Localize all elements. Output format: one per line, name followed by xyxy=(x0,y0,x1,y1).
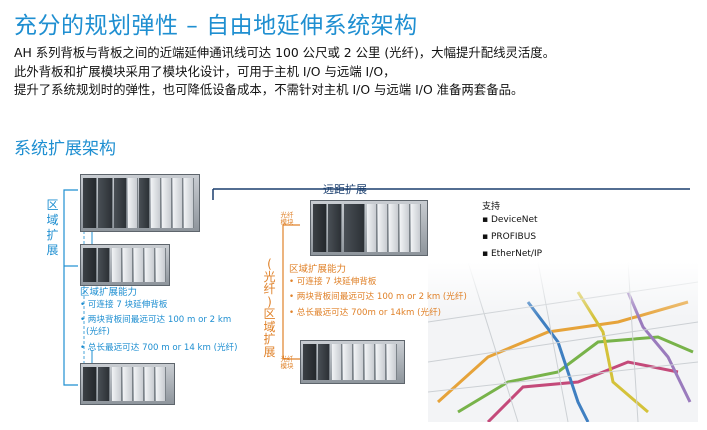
label-char: 光 xyxy=(263,269,276,284)
fiber-module xyxy=(318,344,330,380)
label-char: 区 xyxy=(263,307,276,321)
extension-rack xyxy=(80,244,170,286)
remote-module xyxy=(328,204,342,252)
io-module xyxy=(411,204,421,252)
label-char: ) xyxy=(267,294,272,309)
capability-item: • 可连接 7 块延伸背板 xyxy=(289,277,377,287)
page-title: 充分的规划弹性 – 自由地延伸系统架构 xyxy=(14,13,418,39)
io-module xyxy=(151,178,161,228)
remote-plc-rack xyxy=(310,200,428,256)
remote-expansion-label: 远距扩展 xyxy=(323,183,367,196)
section-title: 系统扩展架构 xyxy=(14,139,116,159)
io-module xyxy=(367,204,377,252)
fiber-extension-rack xyxy=(300,340,405,384)
io-module xyxy=(376,344,386,380)
capability-item: • 总长最远可达 700m or 14km (光纤) xyxy=(289,308,442,318)
region-expansion-label-left: 区 域 扩 展 xyxy=(46,198,59,258)
io-module xyxy=(162,178,172,228)
io-module xyxy=(354,344,364,380)
protocol-item: ▪ EtherNet/IP xyxy=(482,249,543,259)
comm-module xyxy=(139,178,150,228)
io-module xyxy=(112,248,122,282)
label-line: 模块 xyxy=(280,218,294,226)
extension-module xyxy=(98,248,110,282)
capability-item: • 可连接 7 块延伸背板 xyxy=(80,300,168,310)
capability-item: • 总长最远可达 700 m or 14 km (光纤) xyxy=(80,343,238,353)
remote-module xyxy=(344,204,365,252)
label-char: ( xyxy=(267,257,272,271)
power-module xyxy=(83,178,97,228)
label-char: 纤 xyxy=(263,282,276,296)
io-module xyxy=(112,367,122,401)
fiber-region-expansion-label: ( 光 纤 ) 区 域 扩 展 xyxy=(263,258,276,358)
power-module xyxy=(313,204,327,252)
label-char: 展 xyxy=(263,344,276,359)
fiber-module-label-top: 光纤 模块 xyxy=(276,212,298,226)
intro-line: AH 系列背板与背板之间的近端延伸通讯线可达 100 公尺或 2 公里 (光纤)… xyxy=(14,45,556,60)
io-module xyxy=(145,248,155,282)
main-plc-rack xyxy=(80,174,200,232)
label-char: 扩 xyxy=(263,332,276,346)
intro-line: 此外背板和扩展模块采用了模块化设计，可用于主机 I/O 与远端 I/O， xyxy=(14,63,396,79)
cpu-module xyxy=(114,178,127,228)
io-module xyxy=(343,344,353,380)
io-module xyxy=(145,367,155,401)
io-module xyxy=(389,204,399,252)
label-line: 光纤 xyxy=(280,211,294,219)
io-module xyxy=(156,367,166,401)
protocol-item: ▪ DeviceNet xyxy=(482,215,538,225)
label-line: 光纤 xyxy=(280,355,294,363)
label-char: 扩 xyxy=(46,228,59,242)
extension-module xyxy=(98,367,110,401)
io-module xyxy=(387,344,397,380)
power-module xyxy=(83,248,97,282)
io-module xyxy=(156,248,166,282)
io-module xyxy=(378,204,388,252)
io-module xyxy=(134,248,144,282)
capability-title: 区域扩展能力 xyxy=(80,287,138,298)
protocol-item: ▪ PROFIBUS xyxy=(482,232,537,242)
protocol-support-list: 支持 ▪ DeviceNet ▪ PROFIBUS ▪ EtherNet/IP xyxy=(482,201,542,261)
io-module xyxy=(332,344,342,380)
capability-title: 区域扩展能力 xyxy=(289,264,347,275)
capability-item: • 两块背板间最远可达 100 m or 2 km (光纤) xyxy=(289,292,467,302)
left-capability-block: 区域扩展能力 • 可连接 7 块延伸背板 • 两块背板间最远可达 100 m o… xyxy=(80,287,238,354)
label-char: 区 xyxy=(46,198,59,212)
intro-line: 提升了系统规划时的弹性，也可降低设备成本，不需针对主机 I/O 与远端 I/O … xyxy=(14,82,524,97)
label-char: 域 xyxy=(46,213,59,227)
io-module xyxy=(128,178,138,228)
label-char: 展 xyxy=(46,243,59,257)
extension-rack xyxy=(80,363,175,405)
io-module xyxy=(400,204,410,252)
io-module xyxy=(184,178,194,228)
support-title: 支持 xyxy=(482,202,501,212)
io-module xyxy=(173,178,183,228)
capability-item: (光纤) xyxy=(86,327,110,337)
label-line: 模块 xyxy=(280,362,294,370)
capability-item: • 两块背板间最远可达 100 m or 2 km xyxy=(80,315,232,325)
metro-map-illustration xyxy=(428,262,698,422)
power-module xyxy=(303,344,317,380)
io-module xyxy=(123,248,133,282)
io-module xyxy=(134,367,144,401)
power-module xyxy=(83,367,97,401)
intro-paragraph: AH 系列背板与背板之间的近端延伸通讯线可达 100 公尺或 2 公里 (光纤)… xyxy=(14,44,555,100)
fiber-module-label-bottom: 光纤 模块 xyxy=(276,356,298,370)
label-char: 域 xyxy=(263,319,276,334)
right-capability-block: 区域扩展能力 • 可连接 7 块延伸背板 • 两块背板间最远可达 100 m o… xyxy=(289,264,467,319)
io-module xyxy=(123,367,133,401)
io-module xyxy=(365,344,375,380)
cpu-module xyxy=(98,178,113,228)
